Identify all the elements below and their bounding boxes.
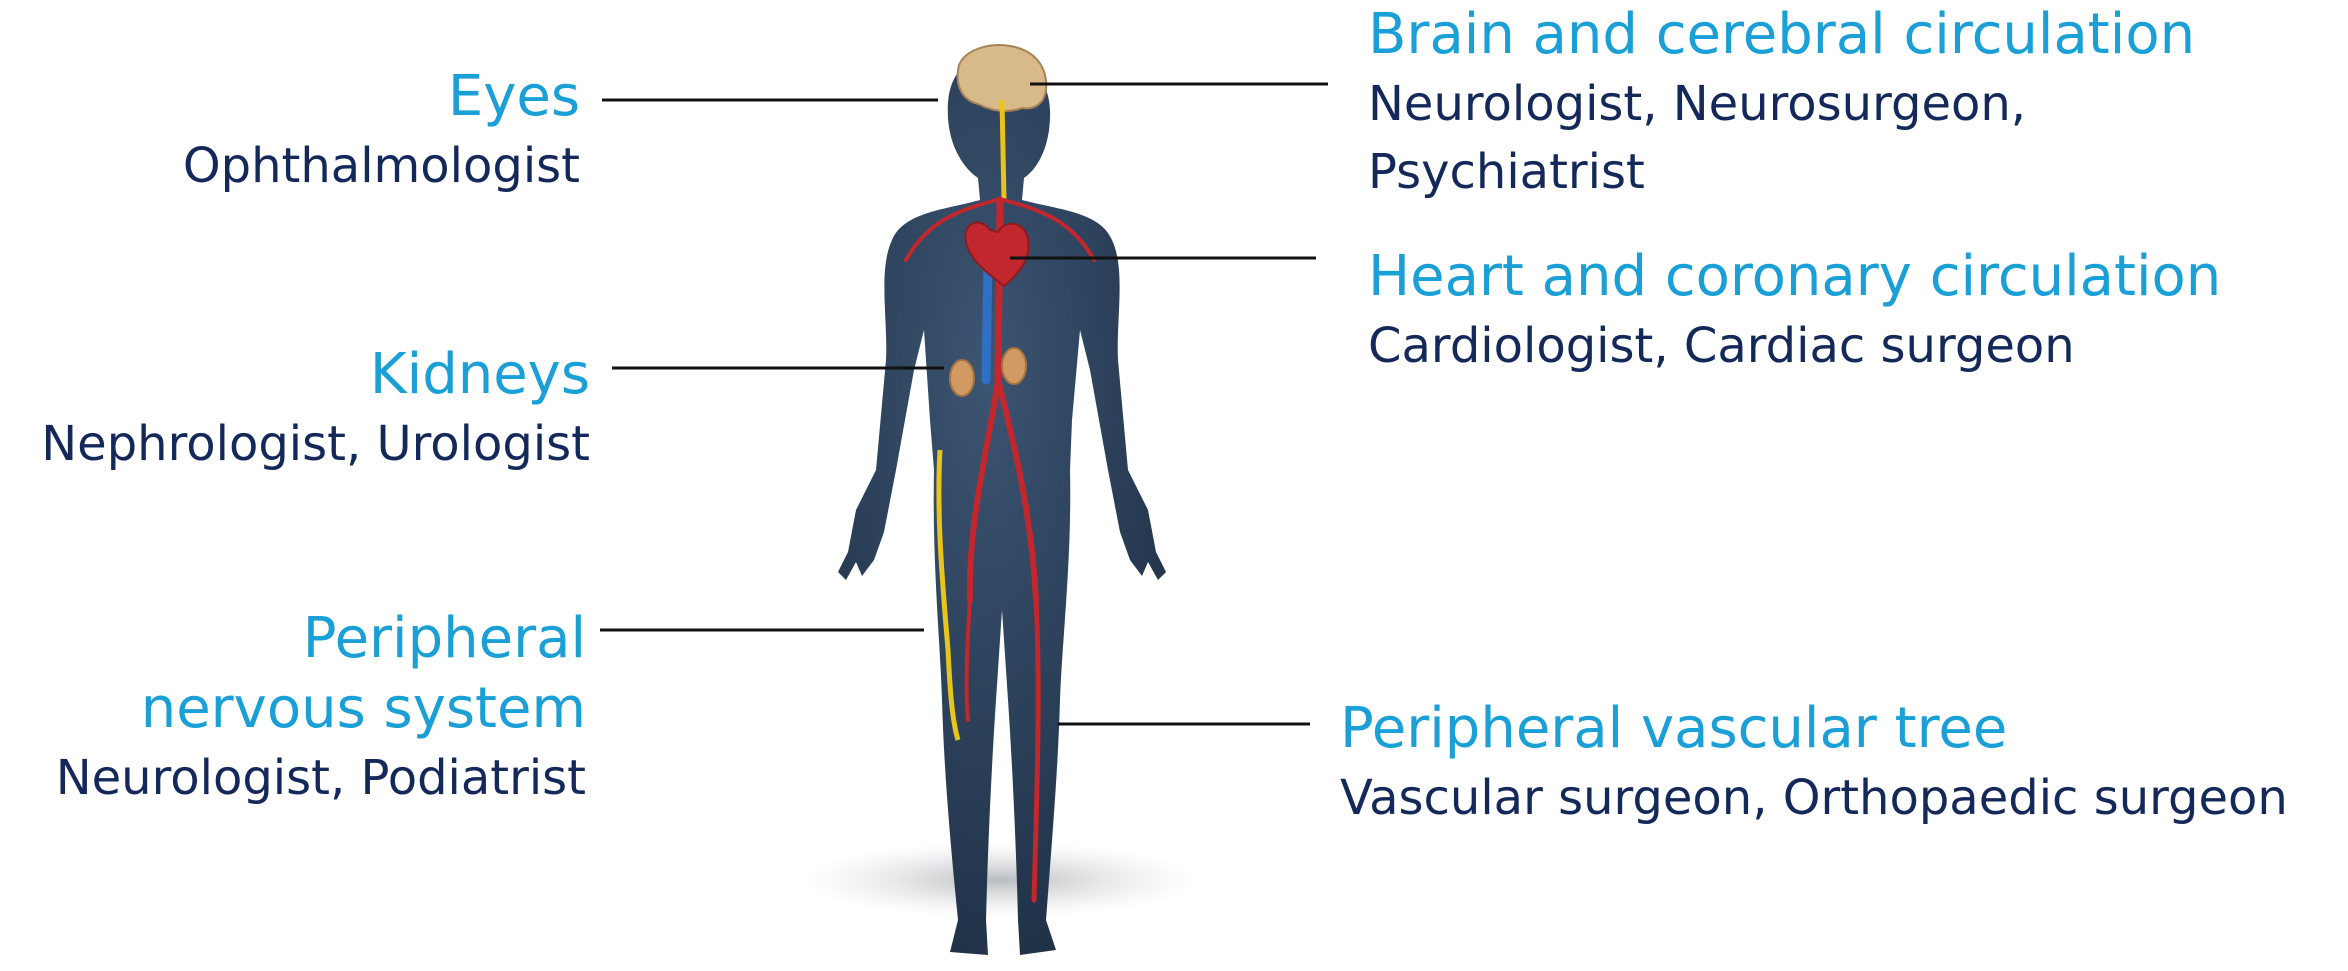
brain-specialists-line2: Psychiatrist	[1368, 138, 2195, 206]
peripheral-nervous-specialists: Neurologist, Podiatrist	[56, 744, 586, 812]
kidney-right-icon	[1002, 348, 1026, 384]
kidney-left-icon	[950, 360, 974, 396]
brain-title: Brain and cerebral circulation	[1368, 0, 2195, 70]
peripheral-nervous-title-line2: nervous system	[56, 674, 586, 744]
brain-label: Brain and cerebral circulation Neurologi…	[1368, 0, 2195, 206]
peripheral-vascular-label: Peripheral vascular tree Vascular surgeo…	[1340, 694, 2288, 832]
brain-specialists-line1: Neurologist, Neurosurgeon,	[1368, 70, 2195, 138]
peripheral-vascular-specialists: Vascular surgeon, Orthopaedic surgeon	[1340, 764, 2288, 832]
heart-label: Heart and coronary circulation Cardiolog…	[1368, 242, 2221, 380]
peripheral-nervous-label: Peripheral nervous system Neurologist, P…	[56, 604, 586, 812]
kidneys-specialists: Nephrologist, Urologist	[41, 410, 590, 478]
heart-specialists: Cardiologist, Cardiac surgeon	[1368, 312, 2221, 380]
eyes-specialists: Ophthalmologist	[183, 132, 580, 200]
peripheral-vascular-title: Peripheral vascular tree	[1340, 694, 2288, 764]
heart-title: Heart and coronary circulation	[1368, 242, 2221, 312]
peripheral-nervous-title-line1: Peripheral	[56, 604, 586, 674]
eyes-title: Eyes	[183, 62, 580, 132]
kidneys-title: Kidneys	[41, 340, 590, 410]
floor-shadow	[800, 842, 1200, 918]
eyes-label: Eyes Ophthalmologist	[183, 62, 580, 200]
kidneys-label: Kidneys Nephrologist, Urologist	[41, 340, 590, 478]
